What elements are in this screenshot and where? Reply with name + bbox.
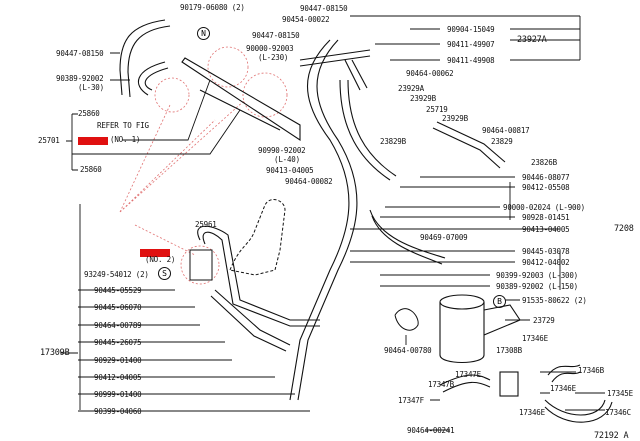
callout[interactable]: 90399-92003 (L-300) (496, 271, 578, 280)
callout[interactable]: 17346E (550, 384, 576, 393)
callout[interactable]: 25961 (195, 220, 217, 229)
callout[interactable]: 17309B (40, 348, 70, 358)
highlight-label-1 (78, 137, 108, 145)
callout: (L-30) (78, 83, 104, 92)
callout[interactable]: 23927A (517, 35, 547, 45)
callout[interactable]: 23829 (491, 137, 513, 146)
callout[interactable]: 90469-07009 (420, 233, 468, 242)
callout[interactable]: 17345E (607, 389, 633, 398)
callout[interactable]: 90445-06070 (94, 303, 142, 312)
callout[interactable]: 90000-92003 (246, 44, 294, 53)
callout[interactable]: 17347B (428, 380, 454, 389)
callout[interactable]: 90411-49907 (447, 40, 495, 49)
callout[interactable]: 90990-92002 (258, 146, 306, 155)
callout[interactable]: 23729 (533, 316, 555, 325)
callout[interactable]: 90464-00789 (94, 321, 142, 330)
callout[interactable]: 7208 (614, 224, 634, 234)
callout[interactable]: 17347F (398, 396, 424, 405)
callout[interactable]: 17308B (496, 346, 522, 355)
callout[interactable]: 90447-08150 (300, 4, 348, 13)
marker-s: S (158, 267, 171, 280)
callout[interactable]: 90929-01400 (94, 356, 142, 365)
callout[interactable]: 90904-15049 (447, 25, 495, 34)
callout[interactable]: 90454-00022 (282, 15, 330, 24)
diagram-id: 72192 A (594, 431, 629, 441)
callout[interactable]: 90412-04002 (522, 258, 570, 267)
callout[interactable]: 90464-00817 (482, 126, 530, 135)
callout[interactable]: 90446-08077 (522, 173, 570, 182)
callout[interactable]: 90999-01400 (94, 390, 142, 399)
highlight-label-2 (140, 249, 170, 257)
callout[interactable]: 17346B (578, 366, 604, 375)
callout[interactable]: 90464-00062 (406, 69, 454, 78)
callout: (L-230) (258, 53, 289, 62)
callout[interactable]: 90447-08150 (56, 49, 104, 58)
callout[interactable]: 90000-02024 (L-900) (503, 203, 585, 212)
callout[interactable]: 25860 (80, 165, 102, 174)
marker-n: N (197, 27, 210, 40)
bracket-assembly (189, 199, 419, 331)
callout[interactable]: 17347E (455, 370, 481, 379)
callout: (NO. 1) (110, 135, 141, 144)
callout[interactable]: 90389-92002 (L-150) (496, 282, 578, 291)
callout[interactable]: 17346E (522, 334, 548, 343)
callout[interactable]: 23929A (398, 84, 424, 93)
callout[interactable]: 23929B (410, 94, 436, 103)
hoses (119, 19, 613, 423)
callout[interactable]: 90447-08150 (252, 31, 300, 40)
callout[interactable]: 17346C (605, 408, 631, 417)
callout: (L-40) (274, 155, 300, 164)
callout[interactable]: 23929B (442, 114, 468, 123)
callout[interactable]: 90413-04005 (522, 225, 570, 234)
callout[interactable]: 90399-04060 (94, 407, 142, 416)
callout[interactable]: 90464-00780 (384, 346, 432, 355)
callout[interactable]: 90179-06080 (2) (180, 3, 245, 12)
callout[interactable]: 90412-05508 (522, 183, 570, 192)
callout[interactable]: 93249-54012 (2) (84, 270, 149, 279)
callout[interactable]: 90389-92002 (56, 74, 104, 83)
callout[interactable]: 90412-04005 (94, 373, 142, 382)
callout: REFER TO FIG (97, 121, 149, 130)
callout[interactable]: 25701 (38, 136, 60, 145)
marker-b: B (493, 295, 506, 308)
highlight-marks (119, 46, 288, 285)
callout[interactable]: 90464-00082 (285, 177, 333, 186)
callout[interactable]: 90928-01451 (522, 213, 570, 222)
callout[interactable]: 90445-03078 (522, 247, 570, 256)
callout[interactable]: 91535-80622 (2) (522, 296, 587, 305)
callout[interactable]: 90445-05529 (94, 286, 142, 295)
callout[interactable]: 90411-49908 (447, 56, 495, 65)
callout[interactable]: 90413-04005 (266, 166, 314, 175)
callout[interactable]: 25860 (78, 109, 100, 118)
leader-lines (60, 15, 605, 431)
callout[interactable]: 17346E (519, 408, 545, 417)
callout[interactable]: 25719 (426, 105, 448, 114)
callout[interactable]: 90464-00241 (407, 426, 455, 435)
callout[interactable]: 90445-26075 (94, 338, 142, 347)
callout: (NO. 2) (145, 255, 176, 264)
callout[interactable]: 23829B (380, 137, 406, 146)
callout[interactable]: 23826B (531, 158, 557, 167)
